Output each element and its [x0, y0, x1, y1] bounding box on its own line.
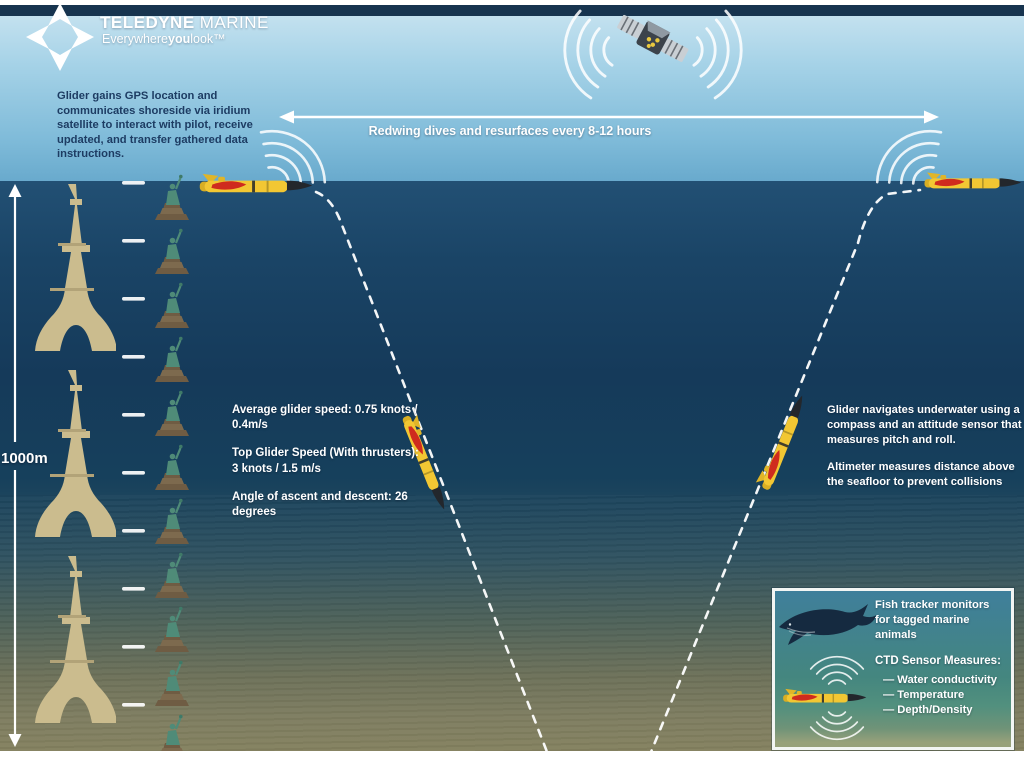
altimeter-text: Altimeter measures distance above the se… — [827, 461, 1015, 489]
surface-glider-right-icon — [924, 172, 1022, 189]
angle-text: Angle of ascent and descent: 26 degrees — [232, 490, 408, 518]
dive-cycle-arrow — [279, 110, 939, 124]
gps-note-text: Glider gains GPS location and communicat… — [57, 90, 253, 161]
top-border-bar — [0, 5, 1024, 16]
dive-path-ascent — [650, 188, 922, 751]
teledyne-logo-icon — [26, 3, 94, 71]
ctd-item: — Temperature — [883, 689, 965, 701]
top-speed-text: Top Glider Speed (With thrusters): 3 kno… — [232, 447, 419, 475]
depth-scale-label: 1000m — [1, 450, 48, 467]
ctd-item: — Depth/Density — [883, 704, 973, 716]
ctd-title: CTD Sensor Measures: — [875, 655, 1001, 667]
ascending-glider-icon — [754, 391, 808, 492]
ctd-item: — Water conductivity — [883, 674, 997, 686]
brand-tagline: Everywhereyoulook™ — [102, 32, 226, 46]
depth-scale-arrow — [8, 184, 22, 747]
ctd-waves-top-icon — [809, 655, 865, 685]
ctd-waves-bottom-icon — [809, 711, 865, 741]
ctd-glider-icon — [783, 688, 867, 703]
fish-tracker-text: Fish tracker monitors for tagged marine … — [875, 599, 990, 641]
navigation-notes: Glider navigates underwater using a comp… — [827, 403, 1024, 503]
statue-of-liberty-stack-icon — [153, 173, 191, 751]
satellite-radio-waves-icon — [558, 6, 748, 102]
surface-glider-left-icon — [199, 173, 313, 193]
dive-cycle-label: Redwing dives and resurfaces every 8-12 … — [368, 124, 652, 138]
navigation-text: Glider navigates underwater using a comp… — [827, 404, 1022, 446]
scene-artwork — [8, 3, 1022, 751]
sensor-inset-panel: Fish tracker monitors for tagged marine … — [772, 588, 1014, 750]
sky-background — [0, 16, 1024, 181]
ctd-item-list: — Water conductivity — Temperature — Dep… — [883, 673, 1011, 718]
satellite-icon — [617, 14, 689, 62]
depth-tick-marks — [122, 181, 145, 707]
whale-icon — [778, 603, 877, 646]
dive-path-descent — [314, 190, 549, 751]
brand-company: TELEDYNE — [100, 13, 195, 32]
avg-speed-text: Average glider speed: 0.75 knots / 0.4m/… — [232, 404, 418, 432]
speed-notes: Average glider speed: 0.75 knots / 0.4m/… — [232, 403, 427, 533]
brand-division: MARINE — [199, 13, 269, 32]
